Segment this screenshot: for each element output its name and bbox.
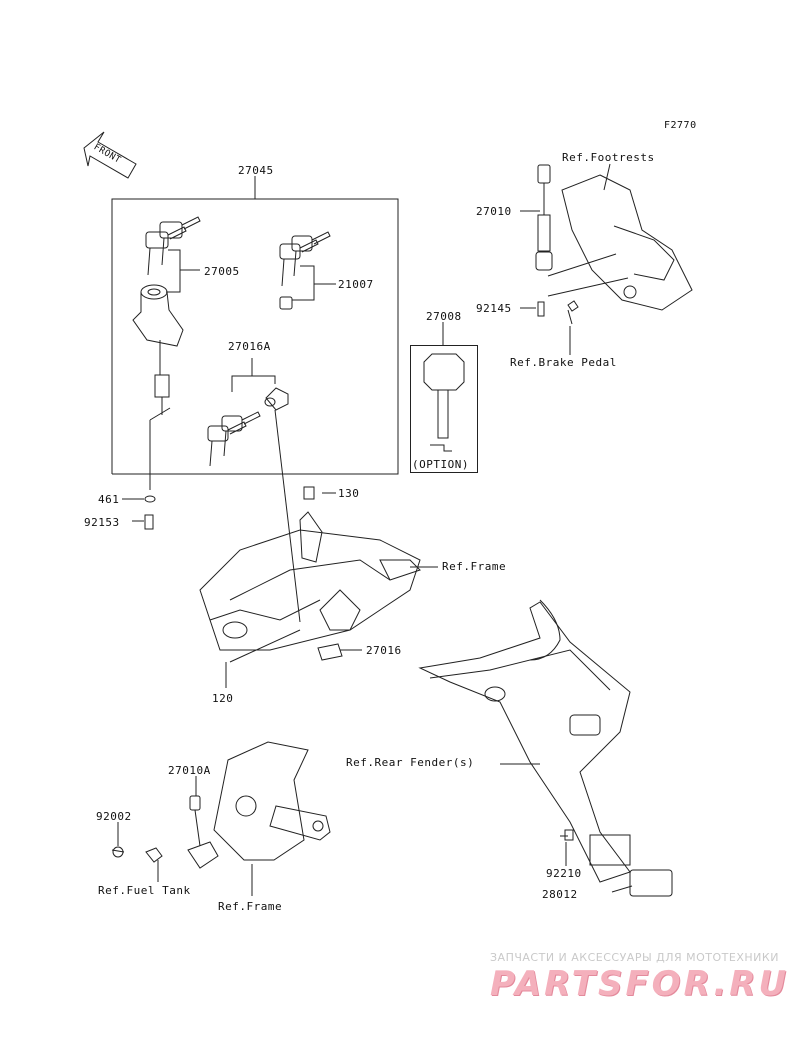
part-27016[interactable]: 27016 — [366, 644, 402, 657]
key-27008 — [423, 353, 465, 452]
diagram-code: F2770 — [664, 120, 697, 131]
ref-footrests[interactable]: Ref.Footrests — [562, 151, 655, 164]
key-set-21007 — [279, 231, 331, 310]
option-key-box — [410, 345, 478, 473]
part-130[interactable]: 130 — [338, 487, 360, 500]
ref-rear-fender[interactable]: Ref.Rear Fender(s) — [346, 756, 475, 769]
front-arrow-icon — [83, 131, 137, 179]
part-21007[interactable]: 21007 — [338, 278, 374, 291]
ignition-switch — [132, 284, 184, 415]
footrest-bracket — [535, 164, 693, 325]
part-27045[interactable]: 27045 — [238, 164, 274, 177]
part-28012[interactable]: 28012 — [542, 888, 578, 901]
part-27016A[interactable]: 27016A — [228, 340, 271, 353]
ref-frame-bottom[interactable]: Ref.Frame — [218, 900, 283, 913]
key-set-27005 — [145, 216, 201, 276]
part-92145[interactable]: 92145 — [476, 302, 512, 315]
ref-fuel-tank[interactable]: Ref.Fuel Tank — [98, 884, 191, 897]
part-92210[interactable]: 92210 — [546, 867, 582, 880]
part-27005[interactable]: 27005 — [204, 265, 240, 278]
footrest-bracket-lower — [112, 741, 331, 869]
part-27010A[interactable]: 27010A — [168, 764, 211, 777]
part-92153[interactable]: 92153 — [84, 516, 120, 529]
part-120[interactable]: 120 — [212, 692, 234, 705]
frame-assembly — [199, 511, 421, 651]
part-27010[interactable]: 27010 — [476, 205, 512, 218]
part-92002[interactable]: 92002 — [96, 810, 132, 823]
key-set-27016A — [207, 387, 289, 467]
option-label: (OPTION) — [412, 458, 469, 471]
rear-fender — [418, 599, 673, 897]
watermark-caption: ЗАПЧАСТИ И АКСЕССУАРЫ ДЛЯ МОТОТЕХНИКИ — [490, 951, 779, 964]
ref-frame-right[interactable]: Ref.Frame — [442, 560, 507, 573]
ref-brake-pedal[interactable]: Ref.Brake Pedal — [510, 356, 617, 369]
part-461[interactable]: 461 — [98, 493, 120, 506]
watermark-logo: PARTSFOR.RU — [490, 964, 790, 1004]
part-27008[interactable]: 27008 — [426, 310, 462, 323]
